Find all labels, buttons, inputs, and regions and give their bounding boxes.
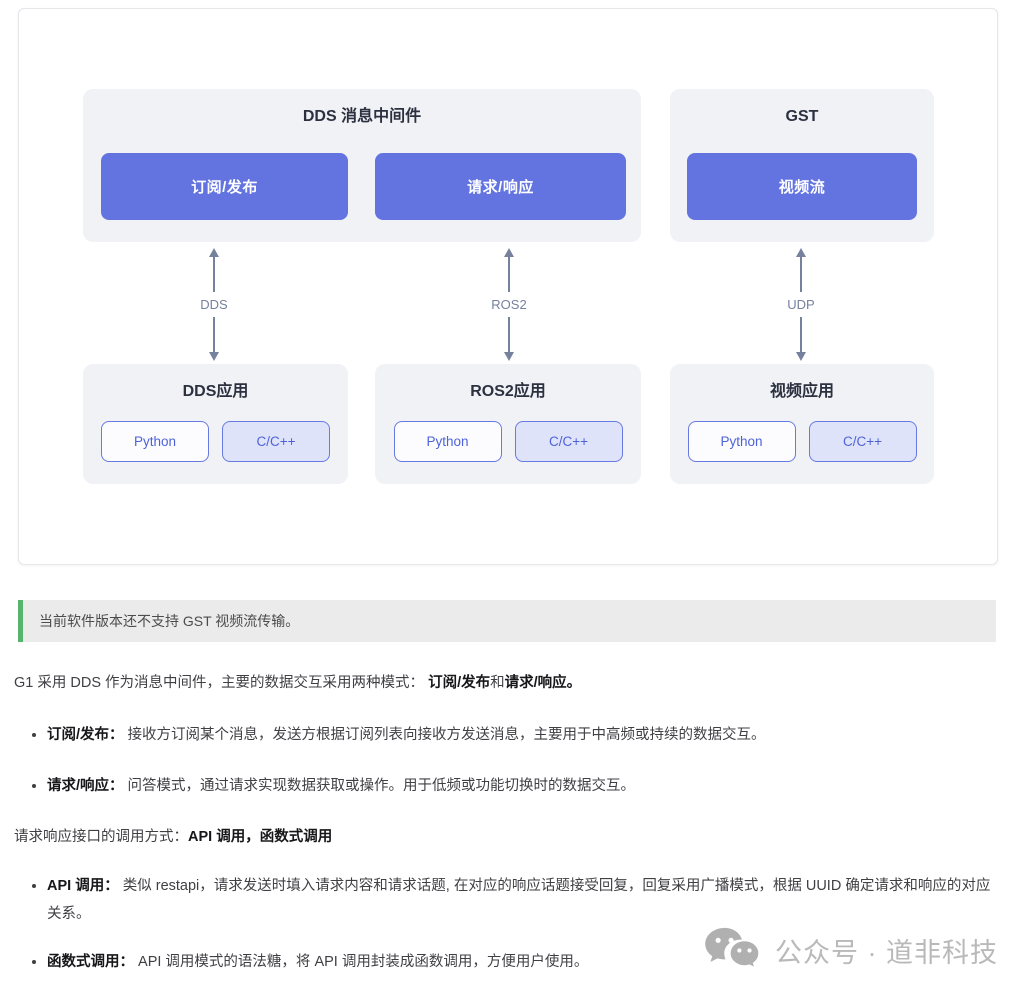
bold-call-modes: API 调用，函数式调用 [188, 829, 333, 845]
term-request-response: 请求/响应： [47, 778, 124, 794]
arrow-down-icon [504, 352, 514, 361]
list-item: API 调用： 类似 restapi，请求发送时填入请求内容和请求话题, 在对应… [47, 872, 996, 928]
bold-subscribe-publish: 订阅/发布 [428, 675, 491, 691]
ros2-app-title: ROS2应用 [470, 383, 546, 400]
note-text: 当前软件版本还不支持 GST 视频流传输。 [39, 613, 300, 629]
udp-arrow: UDP [771, 248, 831, 361]
modes-list: 订阅/发布： 接收方订阅某个消息，发送方根据订阅列表向接收方发送消息，主要用于中… [14, 721, 996, 800]
term-api-call: API 调用： [47, 878, 119, 894]
watermark: 公众号 · 道非科技 [703, 926, 998, 974]
term-functional-call: 函数式调用： [47, 954, 134, 970]
arrow-up-icon [796, 248, 806, 257]
dds-arrow-label: DDS [200, 297, 228, 312]
term-subscribe-publish: 订阅/发布： [47, 727, 124, 743]
call-modes-paragraph: 请求响应接口的调用方式：API 调用，函数式调用 [14, 829, 333, 845]
request-response-block: 请求/响应 [375, 153, 626, 220]
arrow-up-icon [504, 248, 514, 257]
watermark-text: 公众号 · 道非科技 [775, 937, 998, 968]
intro-paragraph: G1 采用 DDS 作为消息中间件，主要的数据交互采用两种模式： 订阅/发布和请… [14, 675, 582, 691]
dds-app-tags: Python C/C++ [83, 421, 348, 462]
arrow-down-icon [796, 352, 806, 361]
ros2-app-group: ROS2应用 Python C/C++ [375, 364, 641, 484]
video-app-title: 视频应用 [769, 383, 834, 400]
udp-arrow-label: UDP [787, 297, 815, 312]
ros2-arrow-label: ROS2 [491, 297, 527, 312]
gst-group: GST 视频流 [670, 89, 934, 242]
bold-request-response: 请求/响应。 [504, 675, 582, 691]
arrow-down-icon [209, 352, 219, 361]
architecture-diagram-panel: DDS 消息中间件 订阅/发布 请求/响应 GST 视频流 DDS ROS2 [18, 8, 998, 565]
cpp-tag: C/C++ [808, 421, 917, 462]
ros2-arrow: ROS2 [479, 248, 539, 361]
dds-arrow: DDS [184, 248, 244, 361]
dds-middleware-title: DDS 消息中间件 [302, 108, 422, 125]
wechat-icon [705, 927, 761, 971]
python-tag: Python [101, 421, 209, 462]
subscribe-publish-block: 订阅/发布 [101, 153, 348, 220]
call-modes-list: API 调用： 类似 restapi，请求发送时填入请求内容和请求话题, 在对应… [14, 872, 996, 976]
python-tag: Python [393, 421, 502, 462]
list-item: 函数式调用： API 调用模式的语法糖，将 API 调用封装成函数调用，方便用户… [47, 948, 996, 976]
python-tag: Python [687, 421, 796, 462]
doc-body: 当前软件版本还不支持 GST 视频流传输。 G1 采用 DDS 作为消息中间件，… [14, 600, 996, 992]
video-app-tags: Python C/C++ [670, 421, 934, 462]
cpp-tag: C/C++ [514, 421, 623, 462]
list-item: 请求/响应： 问答模式，通过请求实现数据获取或操作。用于低频或功能切换时的数据交… [47, 772, 996, 800]
list-item: 订阅/发布： 接收方订阅某个消息，发送方根据订阅列表向接收方发送消息，主要用于中… [47, 721, 996, 749]
dds-app-group: DDS应用 Python C/C++ [83, 364, 348, 484]
ros2-app-tags: Python C/C++ [375, 421, 641, 462]
cpp-tag: C/C++ [222, 421, 330, 462]
dds-middleware-group: DDS 消息中间件 订阅/发布 请求/响应 [83, 89, 641, 242]
arrow-up-icon [209, 248, 219, 257]
video-stream-block: 视频流 [687, 153, 917, 220]
video-app-group: 视频应用 Python C/C++ [670, 364, 934, 484]
dds-app-title: DDS应用 [182, 383, 249, 400]
note-callout: 当前软件版本还不支持 GST 视频流传输。 [18, 600, 996, 642]
gst-title: GST [785, 108, 819, 125]
